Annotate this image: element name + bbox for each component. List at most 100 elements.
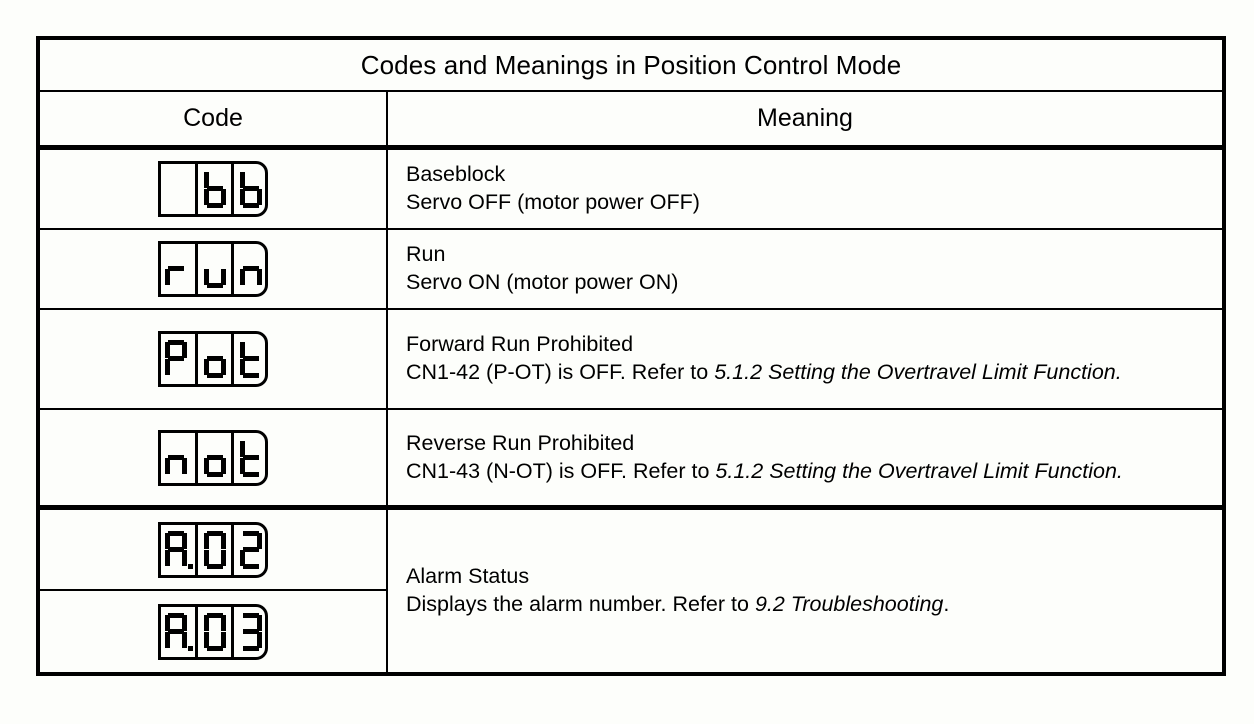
code-cell: [40, 591, 386, 672]
meaning-line-primary: Run: [406, 242, 446, 267]
led-segment-e: [165, 549, 171, 566]
led-segment-group: [203, 250, 226, 288]
led-segment-group: [203, 439, 226, 477]
led-segment-d: [206, 471, 223, 477]
led-segment-g: [206, 356, 223, 361]
led-digit: [231, 603, 268, 660]
led-segment-group: [240, 439, 262, 477]
led-segment-b: [182, 614, 188, 631]
meaning-line-secondary: Servo ON (motor power ON): [406, 269, 1212, 297]
led-digit: [231, 331, 268, 387]
led-segment-g: [206, 454, 223, 460]
meaning-cell: Baseblock Servo OFF (motor power OFF): [388, 150, 1222, 228]
meaning-cell: Alarm Status Displays the alarm number. …: [388, 510, 1222, 672]
led-segment-c: [220, 549, 226, 566]
meaning-text-plain: Displays the alarm number. Refer to: [406, 592, 755, 616]
led-segment-e: [240, 549, 246, 566]
led-digit: [158, 331, 195, 387]
led-segment-group: [203, 612, 226, 651]
led-decimal-point: [188, 563, 194, 569]
led-segment-a: [168, 612, 185, 618]
led-segment-g: [206, 186, 223, 191]
meaning-line-secondary: CN1-42 (P-OT) is OFF. Refer to 5.1.2 Set…: [406, 359, 1212, 387]
led-segment-a: [168, 530, 185, 536]
led-segment-b: [182, 342, 188, 358]
led-segment-f: [203, 532, 209, 549]
led-segment-d: [206, 645, 223, 651]
led-segment-group: [203, 530, 226, 569]
led-segment-g: [168, 356, 185, 361]
led-segment-f: [203, 614, 209, 631]
led-decimal-point: [188, 645, 194, 651]
led-segment-d: [243, 373, 260, 378]
code-cell: [40, 310, 388, 408]
led-segment-e: [203, 549, 209, 566]
led-segment-group: [165, 439, 188, 477]
led-digit: [194, 241, 232, 297]
led-digit: [158, 522, 195, 578]
led-segment-e: [203, 359, 209, 375]
code-cell: [40, 410, 388, 505]
meaning-text-tail: .: [943, 592, 950, 616]
led-segment-c: [257, 631, 263, 648]
led-digit: [194, 161, 232, 217]
led-segment-group: [240, 340, 262, 378]
led-segment-group: [165, 340, 188, 378]
led-segment-d: [243, 203, 260, 208]
seven-segment-display-bb: [158, 161, 268, 217]
led-digit: [194, 429, 232, 486]
seven-segment-display-run: [158, 241, 268, 297]
meaning-line-secondary: CN1-43 (N-OT) is OFF. Refer to 5.1.2 Set…: [406, 458, 1212, 486]
led-segment-e: [203, 631, 209, 648]
led-segment-d: [206, 283, 223, 288]
led-digit: [194, 521, 232, 578]
table-title-row: Codes and Meanings in Position Control M…: [40, 40, 1222, 92]
led-digit: [231, 161, 268, 217]
led-digit: [194, 331, 232, 387]
led-segment-group: [240, 170, 263, 208]
led-segment-f: [165, 532, 171, 549]
code-cell: [40, 230, 388, 308]
led-segment-g: [243, 546, 260, 552]
led-segment-c: [220, 631, 226, 648]
led-segment-c: [257, 269, 263, 285]
led-segment-d: [243, 645, 260, 651]
led-segment-c: [220, 189, 226, 205]
table-row: Run Servo ON (motor power ON): [40, 230, 1222, 310]
codes-and-meanings-table: Codes and Meanings in Position Control M…: [36, 36, 1226, 676]
led-segment-group: [240, 250, 263, 288]
led-segment-a: [243, 530, 260, 536]
meaning-text-reference: 9.2 Troubleshooting: [754, 592, 944, 616]
column-header-code: Code: [183, 104, 243, 132]
table-row: Reverse Run Prohibited CN1-43 (N-OT) is …: [40, 410, 1222, 510]
led-digit: [158, 161, 195, 217]
led-segment-f: [240, 440, 246, 457]
meaning-cell: Reverse Run Prohibited CN1-43 (N-OT) is …: [388, 410, 1222, 505]
led-segment-c: [257, 189, 263, 205]
led-segment-d: [243, 471, 260, 477]
led-segment-a: [206, 530, 223, 536]
led-segment-e: [240, 189, 246, 205]
table-title: Codes and Meanings in Position Control M…: [360, 49, 902, 80]
meaning-cell: Run Servo ON (motor power ON): [388, 230, 1222, 308]
led-segment-f: [165, 342, 171, 358]
alarm-status-block: Alarm Status Displays the alarm number. …: [40, 510, 1222, 672]
led-segment-g: [168, 454, 185, 460]
meaning-line-primary: Alarm Status: [406, 564, 530, 589]
meaning-line-primary: Baseblock: [406, 162, 506, 187]
seven-segment-display-not: [158, 429, 268, 486]
meaning-line-primary: Forward Run Prohibited: [406, 332, 634, 357]
led-segment-d: [206, 563, 223, 569]
meaning-text-plain: Servo OFF (motor power OFF): [406, 190, 700, 214]
led-segment-g: [243, 454, 260, 460]
led-segment-c: [182, 631, 188, 648]
led-segment-c: [182, 549, 188, 566]
led-segment-e: [165, 359, 171, 375]
led-digit: [231, 521, 268, 578]
led-segment-e: [240, 269, 246, 285]
led-segment-f: [203, 172, 209, 188]
led-segment-b: [220, 614, 226, 631]
led-segment-a: [168, 340, 185, 345]
led-segment-e: [203, 189, 209, 205]
meaning-line-primary: Reverse Run Prohibited: [406, 430, 635, 455]
